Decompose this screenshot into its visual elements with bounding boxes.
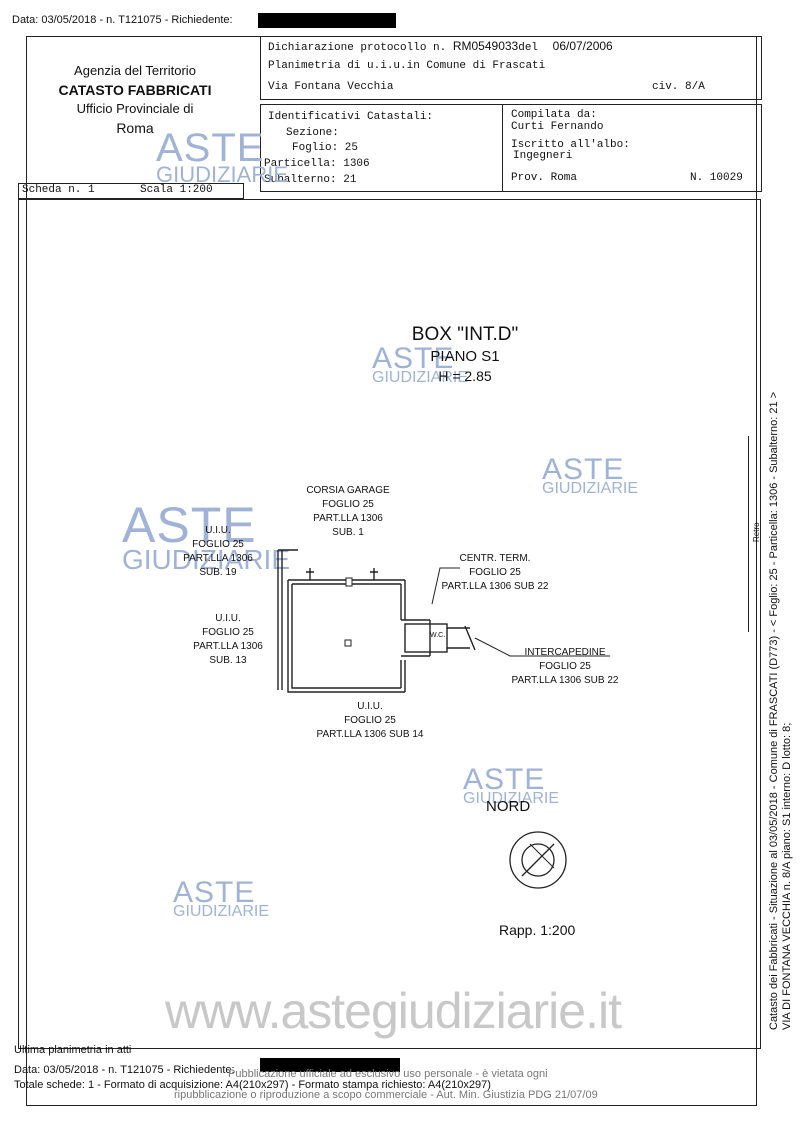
header-line: Data: 03/05/2018 - n. T121075 - Richiede…: [12, 14, 233, 26]
side-small-label: Retro: [752, 522, 761, 542]
ident-particella: Particella: 1306: [264, 158, 370, 170]
north-arrow-icon: [509, 831, 567, 889]
scheda-scale: Scala 1:200: [140, 184, 213, 196]
compiled-prov: Prov. Roma: [511, 172, 578, 184]
side-text-line1: Catasto dei Fabbricati - Situazione al 0…: [768, 391, 780, 1030]
footer-ultima: Ultima planimetria in atti: [14, 1044, 132, 1056]
agency-line1: Agenzia del Territorio: [74, 63, 196, 78]
civ-line: civ. 8/A: [652, 81, 705, 93]
ident-title: Identificativi Catastali:: [268, 111, 434, 123]
ident-sezione: Sezione:: [286, 127, 339, 139]
side-catasto-text: Catasto dei Fabbricati - Situazione al 0…: [768, 392, 794, 1030]
agency-line3: Ufficio Provinciale di: [76, 101, 194, 116]
side-text-line2: VIA DI FONTANA VECCHIA n. 8/A piano: S1 …: [781, 722, 793, 1030]
scheda-label: Scheda n. 1: [22, 184, 95, 196]
plan-title: BOX "INT.D": [411, 324, 519, 345]
website-watermark: www.astegiudiziarie.it: [165, 983, 622, 1039]
redaction-top: [258, 13, 396, 28]
compiled-num: N. 10029: [690, 172, 743, 184]
footer-pub1: Pubblicazione ufficiale ad esclusivo uso…: [228, 1068, 548, 1080]
identifiers-box: [260, 104, 762, 192]
rapp-label: Rapp. 1:200: [499, 922, 576, 938]
leader-lines: [431, 567, 610, 657]
street-line: Via Fontana Vecchia: [268, 81, 394, 93]
plan-floor: PIANO S1: [430, 348, 500, 365]
floor-plan: [277, 549, 476, 693]
nord-label: NORD: [486, 798, 531, 815]
footer-pub2: ripubblicazione o riproduzione a scopo c…: [174, 1089, 598, 1101]
footer-totale: Totale schede: 1 - Formato di acquisizio…: [14, 1079, 491, 1091]
ident-subalterno: Subalterno: 21: [264, 174, 357, 186]
plan-height: H = 2.85: [438, 368, 492, 384]
wc-label: W.C.: [430, 632, 446, 639]
albo-value: Ingegneri: [513, 150, 573, 162]
scheda-box: [18, 183, 244, 199]
footer-data-line: Data: 03/05/2018 - n. T121075 - Richiede…: [14, 1064, 235, 1076]
compiled-name: Curti Fernando: [511, 121, 604, 133]
protocol-line: Dichiarazione protocollo n. RM0549033del…: [268, 39, 613, 54]
plan-title-block: BOX "INT.D" PIANO S1 H = 2.85: [360, 323, 570, 385]
declaration-box: [260, 36, 762, 100]
albo-label: Iscritto all'albo:: [511, 139, 630, 151]
compiled-label: Compilata da:: [511, 109, 597, 121]
drawing-frame: [18, 199, 761, 1049]
redaction-bottom: [260, 1058, 400, 1072]
planimetry-line: Planimetria di u.i.u.in Comune di Frasca…: [268, 60, 546, 72]
protocol-label: Dichiarazione protocollo n.: [268, 42, 447, 54]
agency-block: Agenzia del Territorio CATASTO FABBRICAT…: [30, 62, 240, 138]
ident-foglio: Foglio: 25: [292, 142, 359, 154]
agency-line4: Roma: [116, 120, 154, 136]
side-bracket: [748, 436, 749, 632]
identifiers-divider: [502, 104, 503, 191]
protocol-date: 06/07/2006: [552, 39, 613, 53]
protocol-number: RM0549033: [452, 39, 519, 53]
del-label: del: [518, 42, 539, 54]
agency-line2: CATASTO FABBRICATI: [58, 82, 212, 98]
